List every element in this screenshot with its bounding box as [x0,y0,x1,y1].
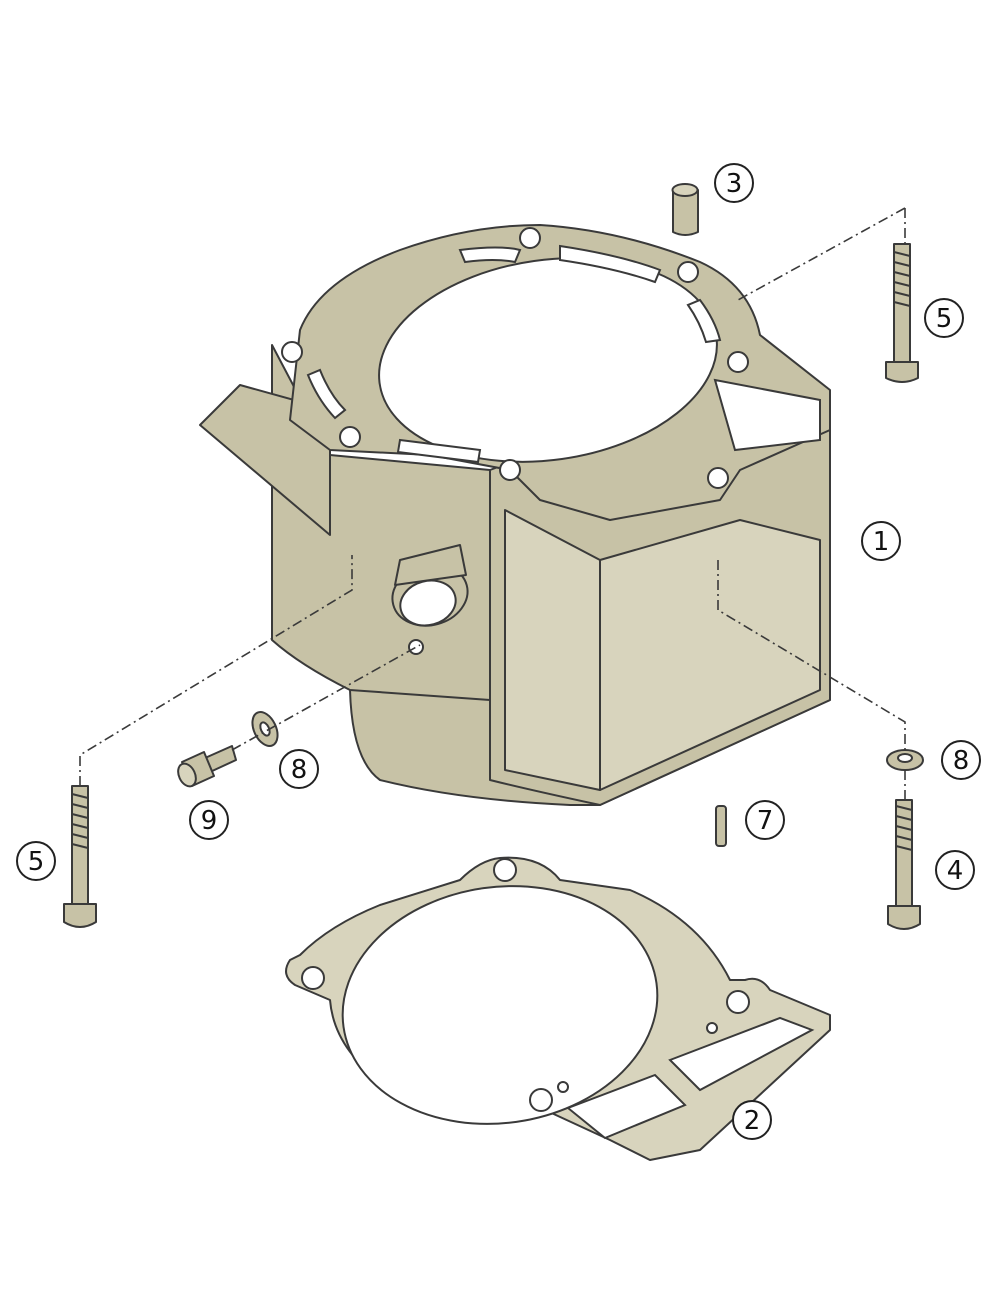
callout-label: 8 [291,755,308,785]
callout-label: 2 [744,1106,761,1136]
assembly-lines [79,207,906,800]
callout-label: 4 [947,856,964,886]
callout-label: 9 [201,806,218,836]
cylinder-bolt-short [887,799,921,930]
callout-label: 5 [936,304,953,334]
callout-9: 9 [189,800,229,840]
cylinder-base-gasket [285,856,831,1161]
washer-left [251,711,279,747]
callout-8-right: 8 [941,740,981,780]
callout-label: 7 [757,806,774,836]
callout-label: 8 [953,746,970,776]
callout-label: 1 [873,527,890,557]
callout-label: 5 [28,847,45,877]
callout-3: 3 [714,163,754,203]
callout-1: 1 [861,521,901,561]
callout-2: 2 [732,1100,772,1140]
callout-4: 4 [935,850,975,890]
cylinder-bolt-left [63,785,97,928]
cylinder-bolt-right [885,243,919,383]
callout-5-left: 5 [16,841,56,881]
dowel-pin [715,805,727,847]
banjo-screw [177,745,237,788]
cylinder [199,224,831,806]
callout-label: 3 [726,169,743,199]
washer-right [886,749,924,771]
dowel-sleeve [671,183,699,236]
callout-8-left: 8 [279,749,319,789]
callout-5-right: 5 [924,298,964,338]
callout-7: 7 [745,800,785,840]
